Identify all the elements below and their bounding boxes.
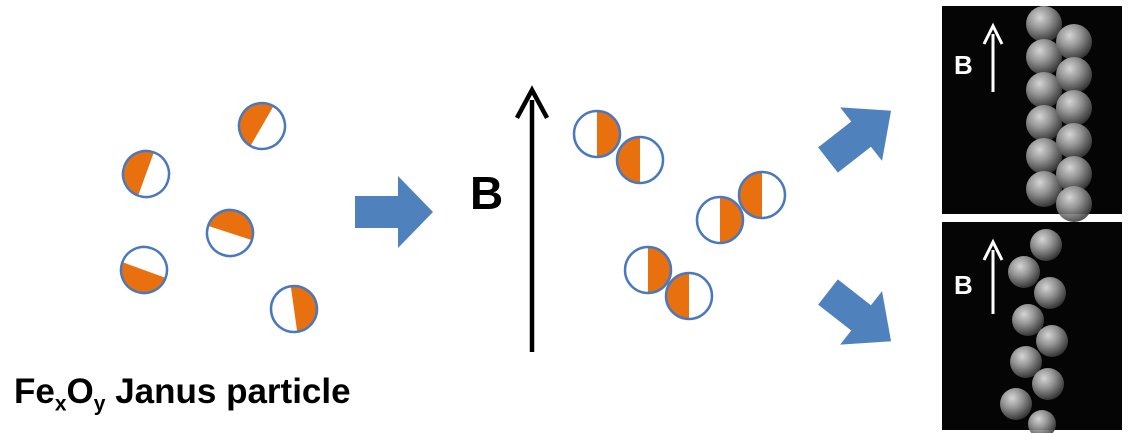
janus-particle [237,101,287,151]
janus-particle [121,149,171,199]
magnetic-field-label: B [470,167,504,219]
caption-fe: Fe [14,372,55,411]
caption-sub-x: x [54,392,67,416]
process-arrow-up-right [818,107,892,173]
process-arrow-down-right [818,279,892,345]
process-arrow-right [355,176,433,248]
micrograph-field-label: B [954,50,973,80]
caption-rest: Janus particle [105,372,351,411]
sphere-zigzag [1000,229,1068,433]
janus-particle [119,245,169,295]
caption-o: O [66,372,94,411]
caption-sub-y: y [93,392,106,416]
particle-caption: FexOy Janus particle [14,374,351,414]
janus-dimer [623,245,714,321]
janus-dimer [695,170,787,245]
janus-particle [269,284,319,334]
sphere-chain [1026,6,1092,222]
field-arrow-head [514,85,550,120]
micrograph-field-label: B [954,270,973,300]
micrograph-zigzag-chain [942,222,1122,433]
random-particles [119,101,319,334]
janus-dimer [572,109,665,185]
particle-dimers [572,109,787,321]
janus-particle [205,208,255,258]
micrograph-straight-chain [942,6,1122,222]
